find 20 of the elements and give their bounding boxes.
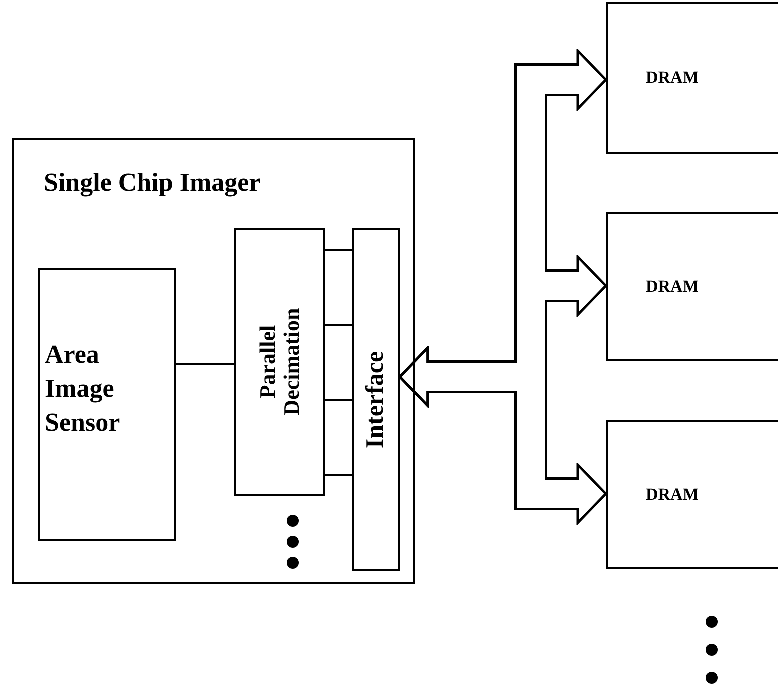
memory-box (606, 2, 778, 154)
connector-line (325, 399, 352, 401)
block-box (234, 228, 325, 496)
memory-box (606, 420, 778, 569)
memory-box (606, 212, 778, 361)
block-box (352, 228, 400, 571)
connector-line (176, 363, 234, 365)
block-label: Interface (362, 350, 390, 448)
connector-line (325, 324, 352, 326)
connector-line (325, 474, 352, 476)
connector-line (325, 249, 352, 251)
chip-container-box (12, 138, 415, 584)
block-label: Area Image Sensor (45, 339, 122, 439)
block-label: DRAM (646, 68, 699, 88)
block-label: Parallel Decimation (256, 307, 304, 418)
block-box (38, 268, 176, 541)
block-label: DRAM (646, 484, 699, 504)
block-label: Single Chip Imager (44, 168, 261, 198)
bus-arrow (398, 346, 608, 524)
block-label: DRAM (646, 276, 699, 296)
